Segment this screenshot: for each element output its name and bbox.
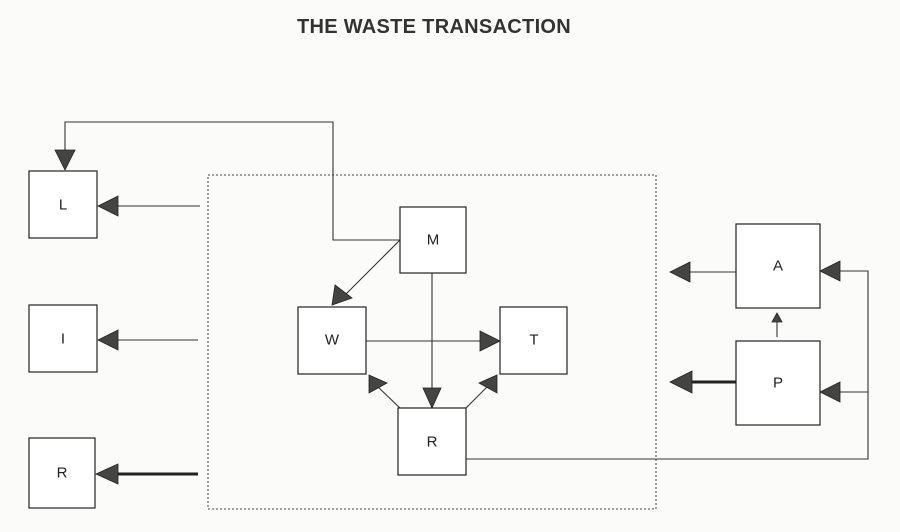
- arrowheads: [54, 149, 841, 485]
- node-m: M: [399, 206, 467, 274]
- boundary-frame: [207, 174, 657, 510]
- node-t: T: [499, 306, 568, 375]
- arrowhead-into-w-from-r: [368, 374, 388, 394]
- connectors: [64, 121, 869, 476]
- arrowhead-into-l-top: [54, 149, 76, 171]
- arrowhead-into-a-right: [819, 260, 841, 282]
- node-a: A: [735, 223, 821, 309]
- arrowhead-into-a-from-p: [771, 312, 783, 323]
- node-i-label: I: [61, 331, 65, 348]
- connector-m-to-l: [64, 121, 400, 241]
- node-l: L: [28, 170, 98, 239]
- connector-m-to-w: [344, 239, 401, 296]
- arrowhead-into-r-center: [422, 387, 442, 409]
- node-w-label: W: [325, 332, 340, 349]
- node-w: W: [297, 306, 367, 375]
- connector-r-to-right-loop: [466, 270, 869, 460]
- arrowhead-into-i: [97, 329, 119, 351]
- connector-r-to-t: [465, 385, 489, 409]
- node-p-label: P: [773, 375, 783, 392]
- node-r-center-label: R: [427, 434, 438, 451]
- node-p: P: [735, 340, 821, 426]
- arrowhead-into-p-right: [819, 381, 841, 403]
- arrowhead-into-r-left: [95, 463, 119, 485]
- arrowhead-into-w-from-m: [331, 284, 353, 306]
- arrowhead-out-of-a: [669, 261, 691, 283]
- diagram-title: THE WASTE TRANSACTION: [296, 16, 572, 38]
- arrowhead-out-of-p: [669, 370, 693, 394]
- arrowhead-into-l-right: [97, 195, 119, 217]
- arrowhead-into-t: [479, 330, 501, 352]
- node-r-center: R: [397, 407, 467, 476]
- arrowhead-into-t-from-r: [478, 374, 498, 394]
- node-r-left: R: [28, 437, 96, 509]
- node-r-left-label: R: [57, 465, 68, 482]
- node-a-label: A: [773, 258, 783, 275]
- node-l-label: L: [59, 197, 67, 214]
- node-t-label: T: [529, 332, 538, 349]
- node-i: I: [28, 304, 98, 373]
- connector-r-to-w: [376, 385, 401, 409]
- node-m-label: M: [427, 232, 440, 249]
